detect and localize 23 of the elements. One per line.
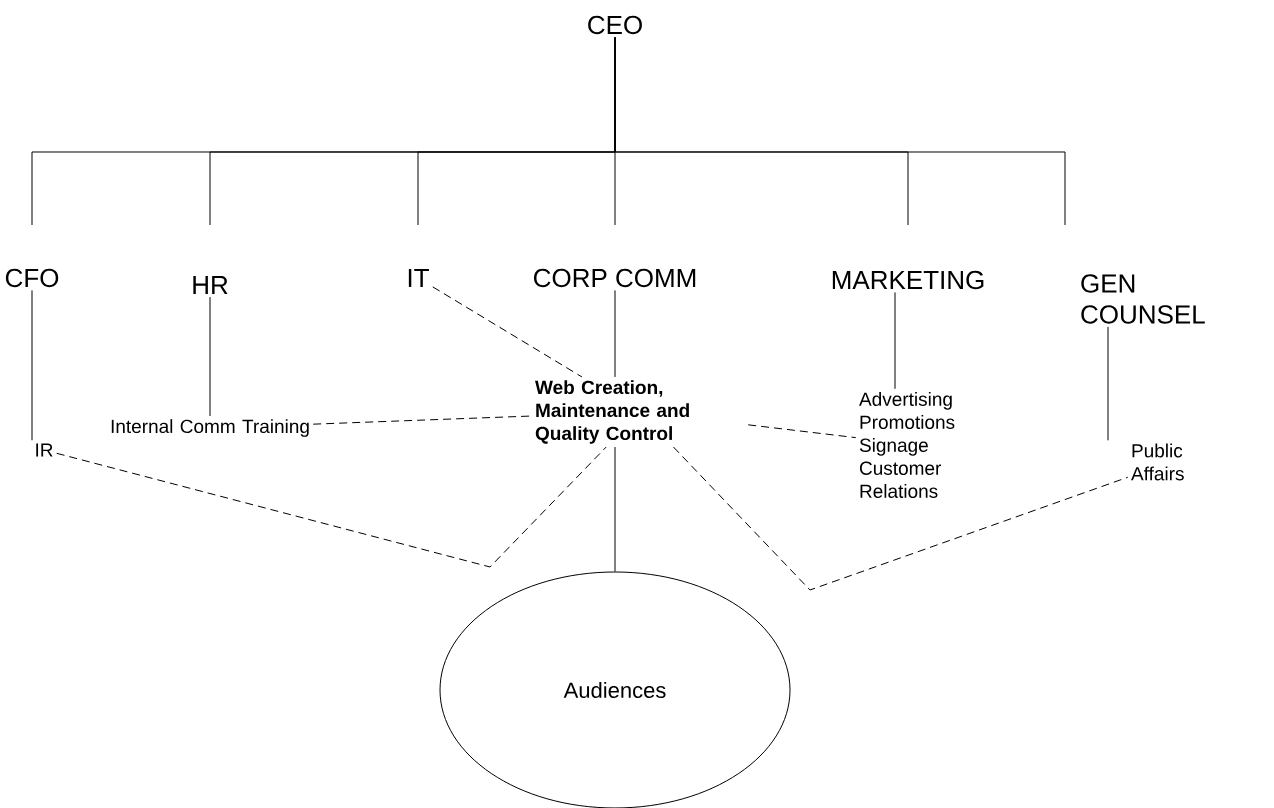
connector-line — [614, 36, 1066, 226]
connector-line — [56, 446, 607, 568]
role-label: CEO — [588, 15, 642, 35]
function-label: Public Affairs — [1131, 443, 1184, 481]
connector-line — [432, 286, 583, 378]
function-label: Advertising Promotions Signage Customer Relations — [859, 392, 955, 498]
role-label: CORP COMM — [534, 268, 696, 288]
role-label: IT — [408, 269, 429, 287]
function-label: Internal Comm Training — [111, 419, 309, 437]
role-label: MARKETING — [832, 270, 984, 290]
function-label: Web Creation, Maintenance and Quality Control — [535, 380, 689, 444]
connector-line — [894, 291, 896, 390]
connector-line — [1107, 326, 1109, 441]
connector-line — [614, 289, 616, 378]
function-label: IR — [36, 443, 53, 457]
role-label: HR — [193, 276, 228, 294]
connector-line — [614, 446, 616, 572]
connector-line — [672, 446, 1129, 591]
connector-line — [209, 296, 211, 417]
connector-line — [31, 289, 33, 441]
connector-line — [747, 424, 857, 439]
role-label: GEN COUNSEL — [1081, 274, 1205, 324]
role-label: CFO — [5, 268, 59, 288]
